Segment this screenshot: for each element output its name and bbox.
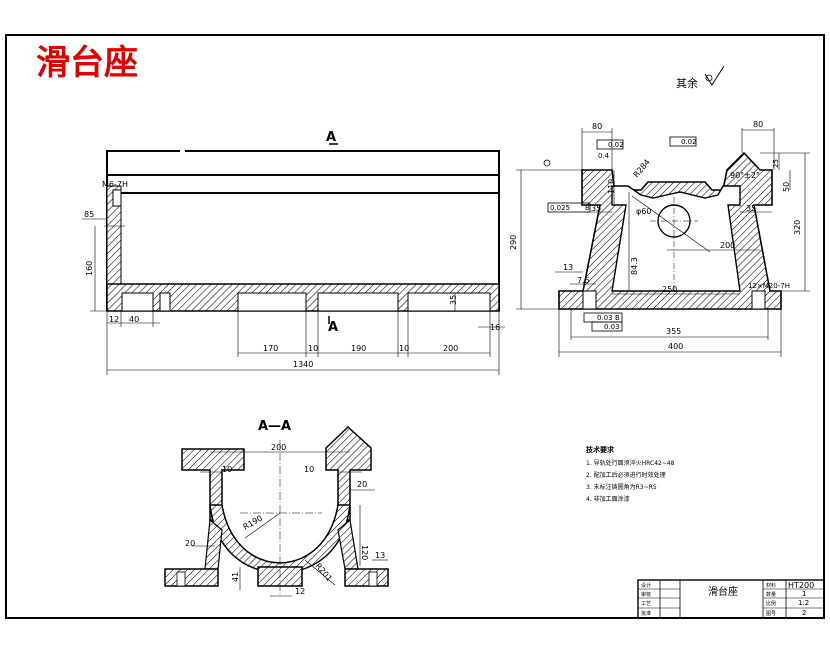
title-row-label: 工艺 [641, 601, 651, 607]
dim-290: 290 [509, 235, 518, 250]
tech-item: 3. 未标注铸圆角为R3~R5 [586, 483, 657, 491]
dim-r284: R284 [632, 158, 652, 180]
section-view: A—A [164, 419, 389, 597]
title-row-label: 批准 [641, 610, 651, 617]
dim-7-5: 7.5 [577, 276, 590, 285]
dim-200: 200 [720, 241, 735, 250]
dim-80a: 80 [592, 122, 602, 131]
title-row-label: 图号 [766, 611, 776, 617]
front-view: A A [82, 130, 505, 375]
tol-perp-bottom: 0.03 [597, 314, 613, 322]
dim-10b: 10 [399, 344, 409, 353]
sec-dim-r201: R201 [313, 562, 333, 584]
sec-dim-20b: 20 [357, 480, 367, 489]
sec-dim-10b: 10 [304, 465, 314, 474]
dim-35a: 35 [591, 204, 601, 213]
tol-parallel-left: 0.025 [550, 204, 570, 212]
title-block-text: 滑台座 HT200 设计 审核 工艺 批准 材料 数量 比例 图号 1 1:2 … [641, 581, 814, 617]
title-value: 1:2 [798, 599, 809, 607]
tol-perp-bottom-ref: B [615, 314, 620, 322]
section-mark-top: A [326, 130, 336, 145]
dim-320: 320 [793, 220, 802, 235]
sec-dim-120: 120 [360, 545, 369, 560]
dim-phi60: φ60 [636, 207, 651, 216]
dim-1340: 1340 [293, 360, 313, 369]
tech-heading: 技术要求 [586, 445, 615, 454]
sheet-border [5, 34, 825, 619]
dim-12: 12 [109, 315, 119, 324]
title-row-label: 审核 [641, 591, 651, 598]
title-row-label: 设计 [641, 582, 651, 589]
dim-13: 13 [563, 263, 573, 272]
sec-dim-r190: R190 [242, 514, 265, 532]
dim-84-3: 84.3 [630, 257, 639, 275]
side-view-dims: 80 80 0.02 0.02 0.4 R284 90°±2° 25 50 29… [509, 120, 802, 351]
dim-10a: 10 [308, 344, 318, 353]
dim-400: 400 [668, 342, 683, 351]
title-row-label: 比例 [766, 600, 776, 607]
tol-parallel-left-ref: B [585, 204, 590, 212]
dim-16: 16 [490, 323, 500, 332]
dim-200: 200 [443, 344, 458, 353]
sec-dim-13: 13 [375, 551, 385, 560]
dim-85: 85 [84, 210, 94, 219]
tol-flat-bottom: 0.03 [604, 323, 620, 331]
dim-40: 40 [129, 315, 139, 324]
dim-355: 355 [666, 327, 681, 336]
roughness-note: 其余 [676, 76, 698, 90]
tech-item: 4. 非加工面涂漆 [586, 495, 630, 503]
dim-35b: 35 [746, 204, 756, 213]
sec-dim-10a: 10 [222, 465, 232, 474]
thread-12xm20: 12×M20-7H [748, 282, 790, 290]
dim-50: 50 [782, 182, 791, 192]
title-block [637, 579, 825, 619]
dim-35: 35 [449, 295, 458, 305]
section-mark-bottom: A [328, 320, 338, 335]
dim-110: 110 [607, 179, 616, 194]
sec-dim-41: 41 [231, 572, 240, 582]
title-row-label: 材料 [766, 582, 776, 589]
dim-0-4: 0.4 [598, 152, 610, 160]
sec-dim-20a: 20 [185, 539, 195, 548]
tech-item: 2. 配加工后必须进行时效处理 [586, 471, 666, 479]
drawing-title: 滑台座 [36, 43, 138, 83]
dim-angle: 90°±2° [730, 171, 760, 180]
title-row-label: 数量 [766, 591, 776, 598]
tech-item: 1. 导轨处行面须淬火HRC42~48 [586, 459, 675, 467]
title-block-name: 滑台座 [708, 585, 738, 598]
sec-dim-200: 200 [271, 443, 286, 452]
section-view-label: A—A [258, 419, 291, 434]
dim-160: 160 [85, 261, 94, 276]
dim-170: 170 [263, 344, 278, 353]
tech-requirements: 技术要求 1. 导轨处行面须淬火HRC42~48 2. 配加工后必须进行时效处理… [586, 445, 675, 503]
title-value: 1 [802, 590, 806, 598]
roughness-symbol-icon [704, 65, 725, 86]
title-block-material: HT200 [788, 581, 814, 590]
front-view-dims: M6-7H 85 160 12 40 170 10 190 10 200 16 … [84, 180, 500, 369]
title-value: 2 [802, 609, 806, 617]
dim-25: 25 [772, 159, 780, 168]
tol-flat-right: 0.02 [681, 138, 697, 146]
dim-80b: 80 [753, 120, 763, 129]
dim-250: 250 [662, 285, 677, 294]
dim-190: 190 [351, 344, 366, 353]
tol-flat-top: 0.02 [608, 141, 624, 149]
thread-label: M6-7H [102, 180, 128, 189]
sec-dim-12: 12 [295, 587, 305, 596]
side-view [516, 128, 810, 357]
